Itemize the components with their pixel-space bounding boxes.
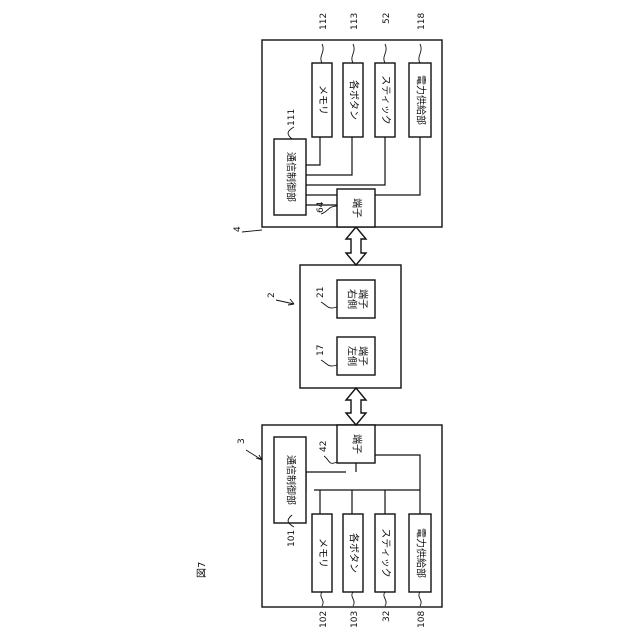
buttons-ref-left: 103 (350, 611, 360, 628)
main-unit-ref: 2 (267, 292, 277, 298)
memory-box-right: メモリ (312, 63, 332, 137)
memory-ref-right: 112 (319, 13, 329, 30)
right-side-terminal-box: 右側 端子 (337, 280, 375, 318)
stick-ref-left: 32 (382, 611, 392, 622)
terminal-label-left: 端子 (351, 434, 364, 454)
stick-box-right: スティック (375, 63, 395, 137)
buttons-box-left: 各ボタン (343, 514, 363, 592)
device-right: 4 通信制御部 111 端子 64 メモリ 112 各ボタン 1 (233, 13, 442, 232)
terminal-box-right: 端子 (337, 189, 375, 227)
device-left-ref-arrow (246, 450, 262, 460)
left-side-terminal-box: 左側 端子 (337, 337, 375, 375)
memory-box-left: メモリ (312, 514, 332, 592)
terminal-label-right: 端子 (351, 198, 364, 218)
terminal-box-left: 端子 (337, 425, 375, 463)
comm-control-box-right: 通信制御部 (274, 139, 306, 215)
figure-label: 図7 (196, 562, 208, 578)
device-left-ref: 3 (237, 438, 247, 444)
power-supply-ref-left: 108 (417, 611, 427, 628)
memory-label-right: メモリ (317, 85, 328, 115)
right-side-terminal-label-2: 端子 (357, 289, 370, 309)
memory-label-left: メモリ (317, 538, 328, 568)
connection-arrow-left (346, 388, 366, 425)
terminal-ref-left: 42 (319, 441, 329, 452)
power-supply-label-left: 電力供給部 (415, 528, 428, 578)
power-supply-ref-right: 118 (417, 13, 427, 30)
comm-control-box-left: 通信制御部 (274, 437, 306, 523)
power-supply-box-left: 電力供給部 (409, 514, 431, 592)
stick-label-left: スティック (380, 528, 392, 577)
memory-ref-left: 102 (319, 611, 329, 628)
main-unit-ref-arrow (276, 299, 294, 305)
stick-label-right: スティック (380, 75, 392, 124)
buttons-label-right: 各ボタン (348, 80, 361, 120)
terminal-ref-right: 64 (316, 201, 326, 213)
comm-control-label-right: 通信制御部 (285, 152, 298, 202)
main-unit: 2 右側 端子 21 左側 端子 17 (267, 265, 401, 388)
buttons-ref-right: 113 (350, 13, 360, 30)
left-side-terminal-ref: 17 (316, 345, 326, 356)
buttons-label-left: 各ボタン (348, 533, 361, 573)
power-supply-box-right: 電力供給部 (409, 63, 431, 137)
device-right-ref: 4 (233, 226, 243, 232)
stick-box-left: スティック (375, 514, 395, 592)
device-left: 3 通信制御部 101 端子 42 メモリ 102 各ボタン 1 (237, 425, 442, 628)
left-side-terminal-label-2: 端子 (357, 346, 370, 366)
connection-arrow-right (346, 227, 366, 265)
comm-control-label-left: 通信制御部 (285, 455, 298, 505)
comm-control-ref-right: 111 (287, 109, 297, 126)
comm-control-ref-left: 101 (287, 530, 297, 547)
buttons-box-right: 各ボタン (343, 63, 363, 137)
device-right-ref-line (242, 230, 262, 232)
right-side-terminal-ref: 21 (316, 287, 326, 298)
stick-ref-right: 52 (382, 13, 392, 24)
power-supply-label-right: 電力供給部 (415, 75, 428, 125)
